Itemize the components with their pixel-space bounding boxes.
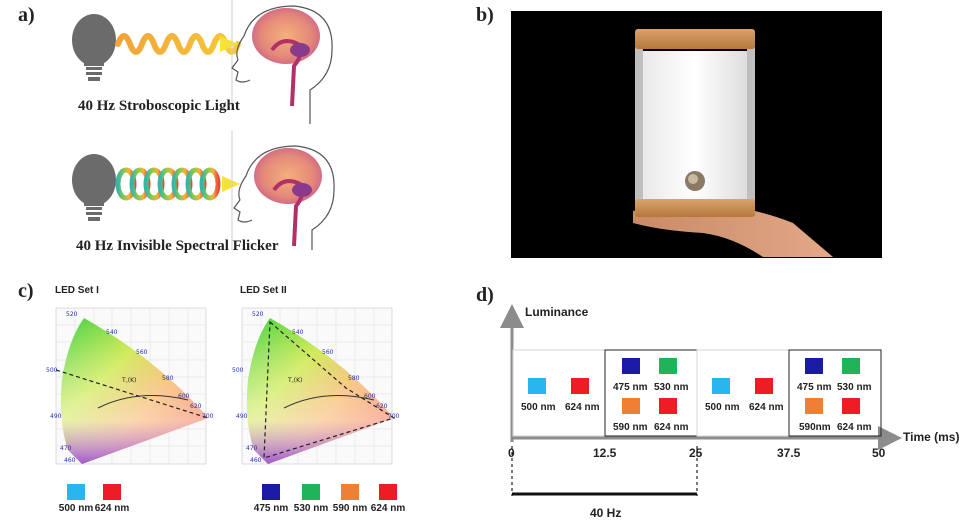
d-seg2-swatch-475nm: [622, 358, 640, 374]
svg-text:490: 490: [236, 413, 248, 420]
svg-text:700: 700: [388, 413, 400, 420]
d-seg3-label-624nm: 624 nm: [749, 402, 784, 413]
bulb-icon-bottom: [72, 154, 116, 221]
bulb-icon-top: [72, 14, 116, 81]
label-stroboscopic: 40 Hz Stroboscopic Light: [78, 98, 240, 114]
bracket-label-40hz: 40 Hz: [590, 506, 622, 520]
d-seg3-swatch-624nm: [755, 378, 773, 394]
d-seg1-swatch-624nm: [571, 378, 589, 394]
swatch-label-475nm: 475 nm: [253, 503, 289, 514]
swatch-624nm: [103, 484, 121, 500]
d-seg2-label-530nm: 530 nm: [654, 382, 689, 393]
svg-text:540: 540: [292, 329, 304, 336]
svg-text:520: 520: [252, 311, 264, 318]
svg-text:470: 470: [246, 445, 258, 452]
svg-text:600: 600: [178, 393, 190, 400]
d-seg4-label-475nm: 475 nm: [797, 382, 832, 393]
svg-text:470: 470: [60, 445, 72, 452]
d-seg2-label-624nm: 624 nm: [654, 422, 689, 433]
panel-a-illustration: [72, 0, 335, 250]
d-seg4-swatch-530nm: [842, 358, 860, 374]
swatch-label-590nm: 590 nm: [332, 503, 368, 514]
label-spectral-flicker: 40 Hz Invisible Spectral Flicker: [76, 238, 279, 254]
y-axis-label: Luminance: [525, 305, 589, 319]
svg-text:500: 500: [46, 367, 58, 374]
svg-text:490: 490: [50, 413, 62, 420]
d-seg1-label-500nm: 500 nm: [521, 402, 556, 413]
d-seg1-label-624nm: 624 nm: [565, 402, 600, 413]
tick-12-5: 12.5: [593, 446, 617, 460]
d-seg2-label-590nm: 590 nm: [613, 422, 648, 433]
tick-0: 0: [508, 446, 515, 460]
svg-text:560: 560: [322, 349, 334, 356]
swatch-530nm: [302, 484, 320, 500]
svg-text:520: 520: [66, 311, 78, 318]
svg-text:700: 700: [202, 413, 214, 420]
panel-a-letter: a): [18, 4, 35, 26]
swatch-label-530nm: 530 nm: [293, 503, 329, 514]
svg-text:460: 460: [64, 457, 76, 464]
d-seg3-swatch-500nm: [712, 378, 730, 394]
d-seg4-swatch-624nm: [842, 398, 860, 414]
d-seg4-swatch-475nm: [805, 358, 823, 374]
d-seg4-label-530nm: 530 nm: [837, 382, 872, 393]
svg-text:T꜀(K): T꜀(K): [121, 377, 136, 384]
head-brain-icon-top: [231, 0, 333, 124]
d-seg1-swatch-500nm: [528, 378, 546, 394]
d-seg2-swatch-590nm: [622, 398, 640, 414]
d-seg4-swatch-590nm: [805, 398, 823, 414]
d-seg4-label-590nm: 590nm: [799, 422, 831, 433]
arrow-icon-bottom: [222, 176, 240, 192]
swatch-624nm-2: [379, 484, 397, 500]
swatch-label-624nm: 624 nm: [94, 503, 130, 514]
svg-text:460: 460: [250, 457, 262, 464]
tick-37-5: 37.5: [777, 446, 801, 460]
d-seg2-swatch-530nm: [659, 358, 677, 374]
svg-text:600: 600: [364, 393, 376, 400]
svg-text:540: 540: [106, 329, 118, 336]
tick-25: 25: [689, 446, 703, 460]
panel-c-letter: c): [18, 280, 34, 302]
swatch-label-500nm: 500 nm: [58, 503, 94, 514]
svg-text:620: 620: [376, 403, 388, 410]
device-photo: [511, 11, 882, 258]
timing-diagram: [500, 304, 902, 496]
svg-text:500: 500: [232, 367, 244, 374]
arrow-icon-top: [220, 36, 238, 52]
svg-text:560: 560: [136, 349, 148, 356]
spectral-flicker-wave: [115, 167, 221, 201]
d-seg3-label-500nm: 500 nm: [705, 402, 740, 413]
led-set-2-title: LED Set II: [240, 285, 287, 296]
swatch-475nm: [262, 484, 280, 500]
swatch-590nm: [341, 484, 359, 500]
swatch-500nm: [67, 484, 85, 500]
svg-text:T꜀(K): T꜀(K): [287, 377, 302, 384]
d-seg4-label-624nm: 624 nm: [837, 422, 872, 433]
svg-text:620: 620: [190, 403, 202, 410]
head-brain-icon-bottom: [231, 130, 335, 250]
d-seg2-swatch-624nm: [659, 398, 677, 414]
panel-d-letter: d): [476, 284, 494, 306]
tick-50: 50: [872, 446, 886, 460]
led-set-1-title: LED Set I: [55, 285, 99, 296]
svg-text:580: 580: [348, 375, 360, 382]
d-seg2-label-475nm: 475 nm: [613, 382, 648, 393]
swatch-label-624nm-2: 624 nm: [370, 503, 406, 514]
x-axis-label: Time (ms): [903, 430, 960, 444]
stroboscopic-wave: [115, 33, 241, 55]
panel-b-letter: b): [476, 4, 494, 26]
svg-text:580: 580: [162, 375, 174, 382]
